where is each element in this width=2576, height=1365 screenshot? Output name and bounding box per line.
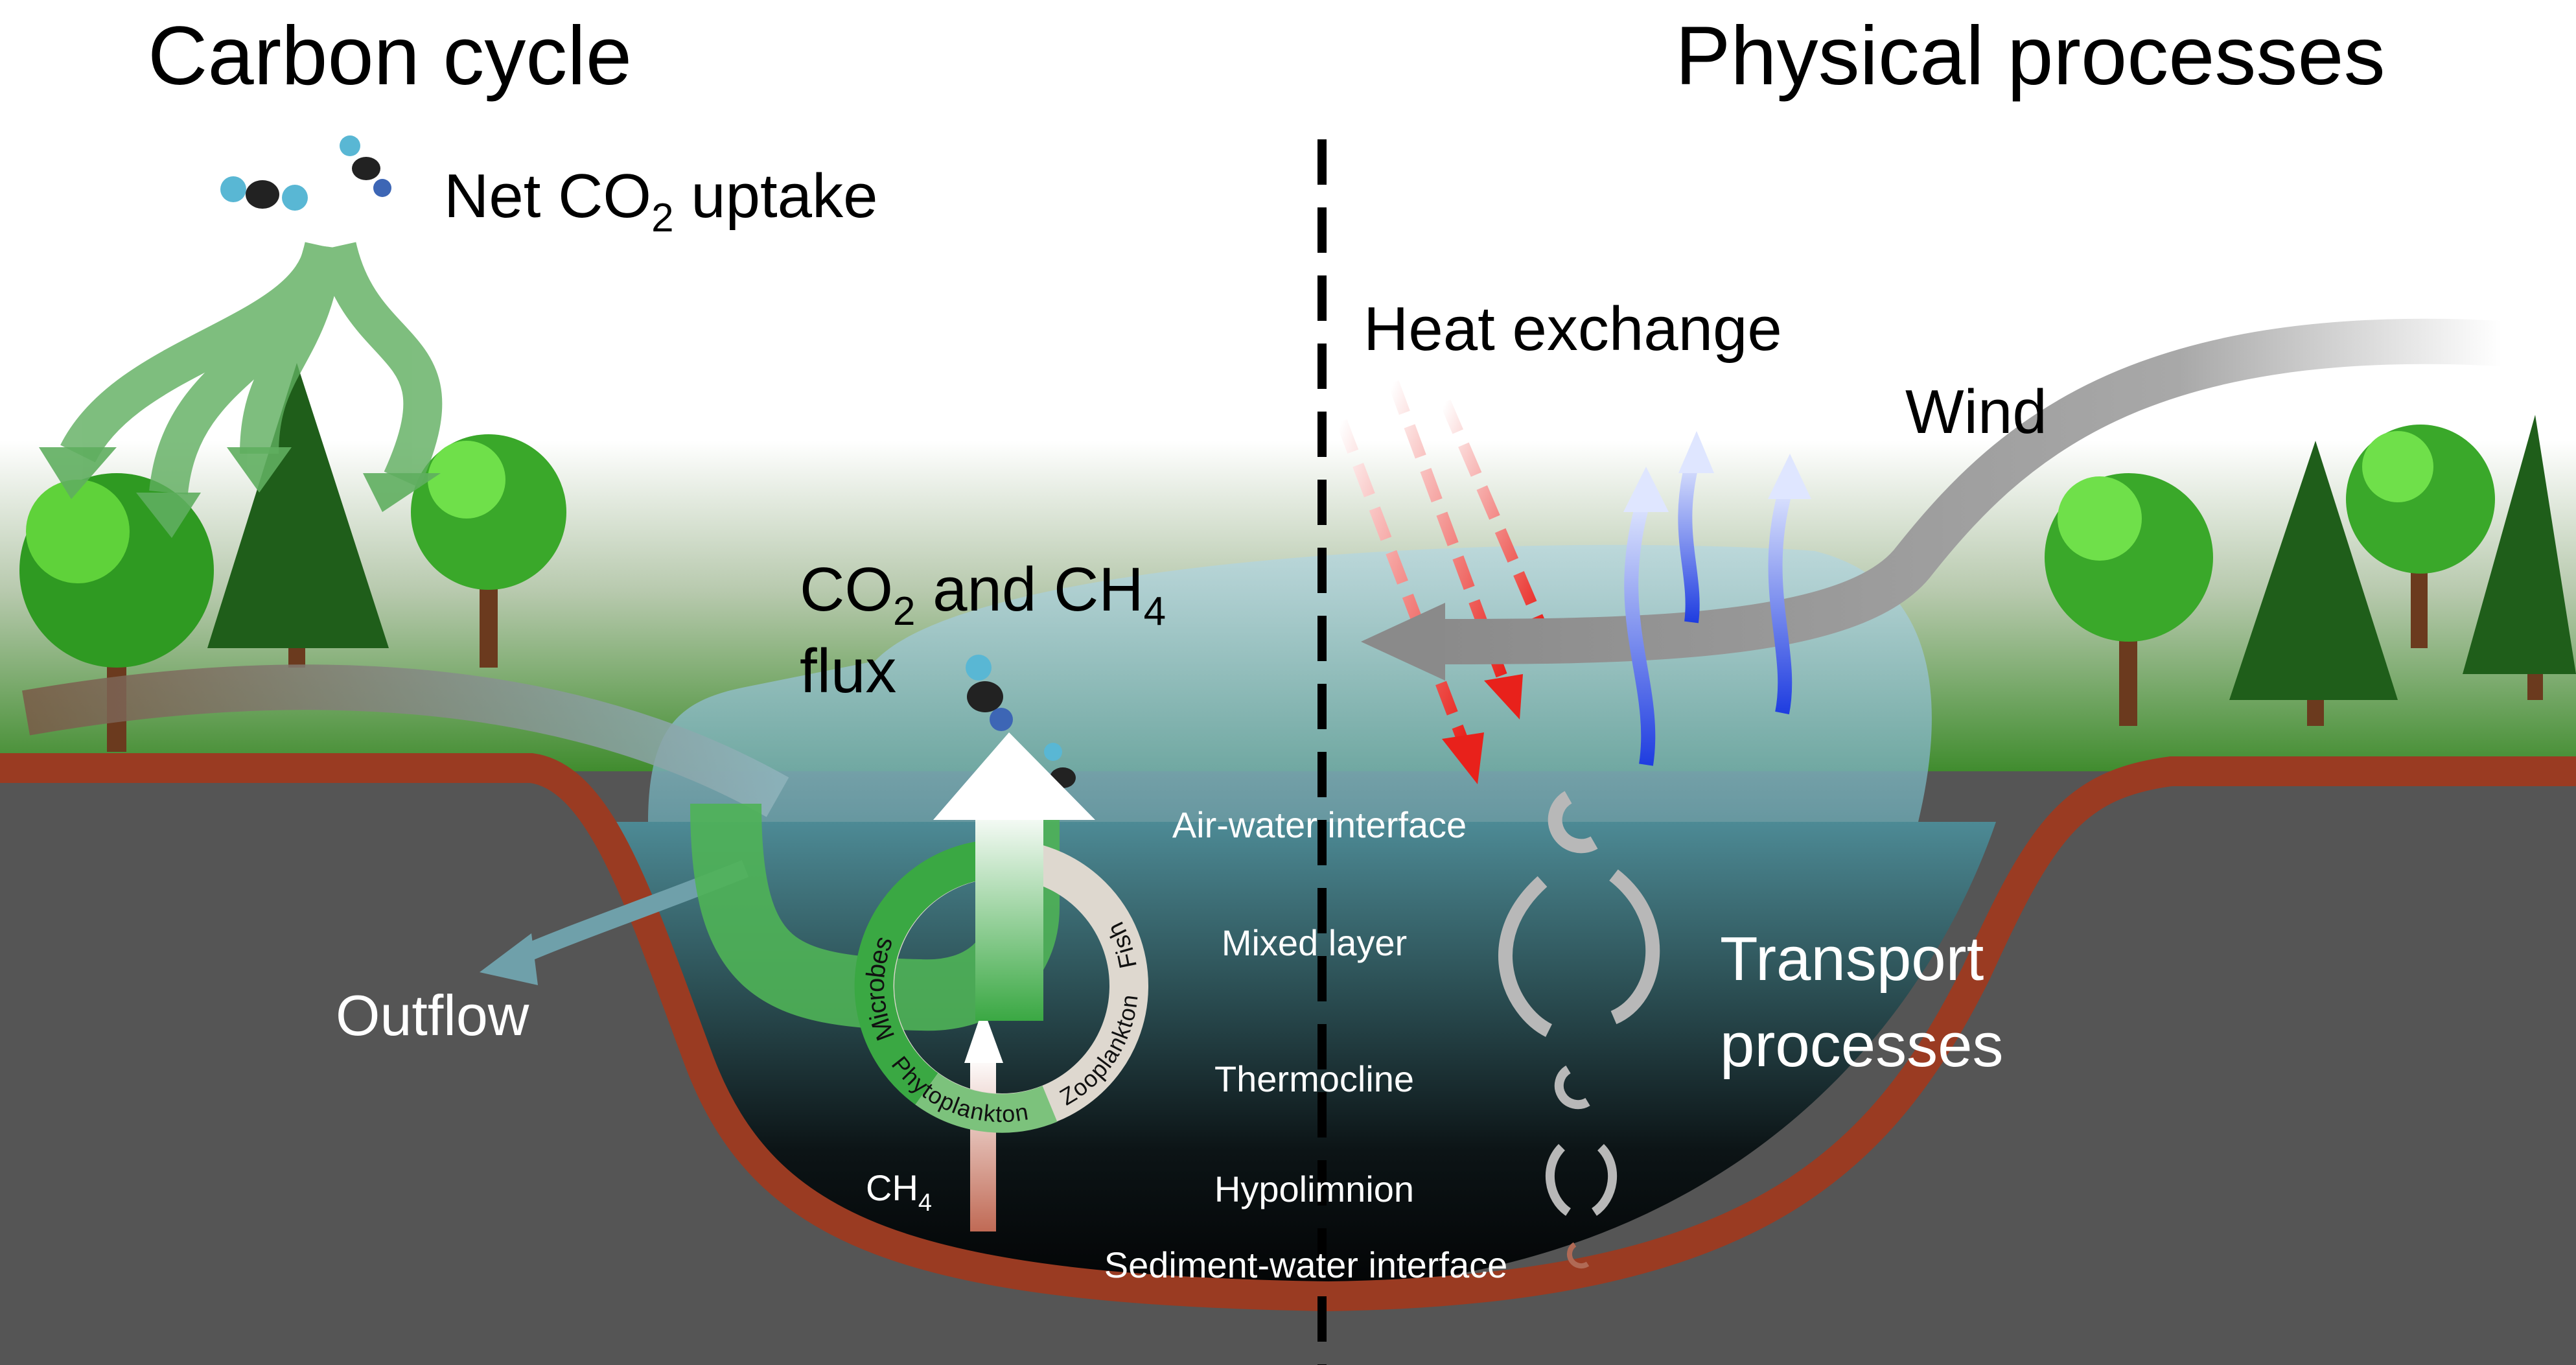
heat-arrowheads: [1442, 674, 1523, 784]
label-co2-ch4-flux: CO2 and CH4: [800, 555, 1166, 634]
tree-icon: [2346, 425, 2495, 648]
food-web-cycle: Microbes Phytoplankton Zooplankton Fish: [854, 839, 1148, 1133]
title-carbon-cycle: Carbon cycle: [148, 10, 632, 102]
label-processes: processes: [1720, 1010, 2004, 1080]
label-ch4: CH4: [866, 1167, 932, 1217]
pine-tree-icon: [2463, 415, 2576, 700]
label-transport: Transport: [1720, 924, 1984, 994]
label-wind: Wind: [1905, 377, 2047, 447]
pine-tree-icon: [2229, 441, 2398, 726]
molecule-icon: [220, 176, 308, 211]
uptake-arrows: [60, 241, 443, 495]
label-heat-exchange: Heat exchange: [1363, 294, 1782, 364]
ch4-arrow-shaft: [970, 1056, 996, 1231]
upwelling-arrowheads: [1623, 431, 1811, 512]
layer-mixed-layer: Mixed layer: [1222, 922, 1407, 963]
label-flux: flux: [800, 636, 896, 706]
upwelling-arrows: [1624, 451, 1796, 766]
lake-surface: [648, 544, 1932, 823]
trees: [19, 363, 2576, 752]
transport-eddies: [1498, 791, 1660, 1269]
layer-thermocline: Thermocline: [1214, 1058, 1414, 1099]
tree-icon: [2045, 473, 2213, 726]
layer-sediment-water-interface: Sediment-water interface: [1104, 1244, 1508, 1285]
tree-icon: [411, 434, 566, 668]
molecule-icon: [340, 135, 391, 197]
inflow-stream: [22, 664, 789, 817]
pine-tree-icon: [207, 363, 389, 668]
flux-arrow-shaft: [975, 807, 1043, 1021]
ch4-arrowhead: [964, 1008, 1003, 1063]
uptake-arrowheads: [39, 447, 441, 538]
label-outflow: Outflow: [336, 983, 529, 1047]
label-net-co2-uptake: Net CO2 uptake: [444, 161, 877, 240]
wind-arrowhead: [1361, 603, 1445, 681]
co2-molecules: [220, 135, 1076, 788]
molecule-icon: [966, 655, 1013, 731]
sediment-layer: [0, 753, 2576, 1312]
layer-air-water-interface: Air-water interface: [1172, 804, 1467, 845]
title-physical-processes: Physical processes: [1675, 10, 2385, 102]
outflow-arrowhead: [480, 933, 538, 985]
flux-arrowhead: [933, 732, 1095, 820]
layer-hypolimnion: Hypolimnion: [1214, 1169, 1414, 1209]
